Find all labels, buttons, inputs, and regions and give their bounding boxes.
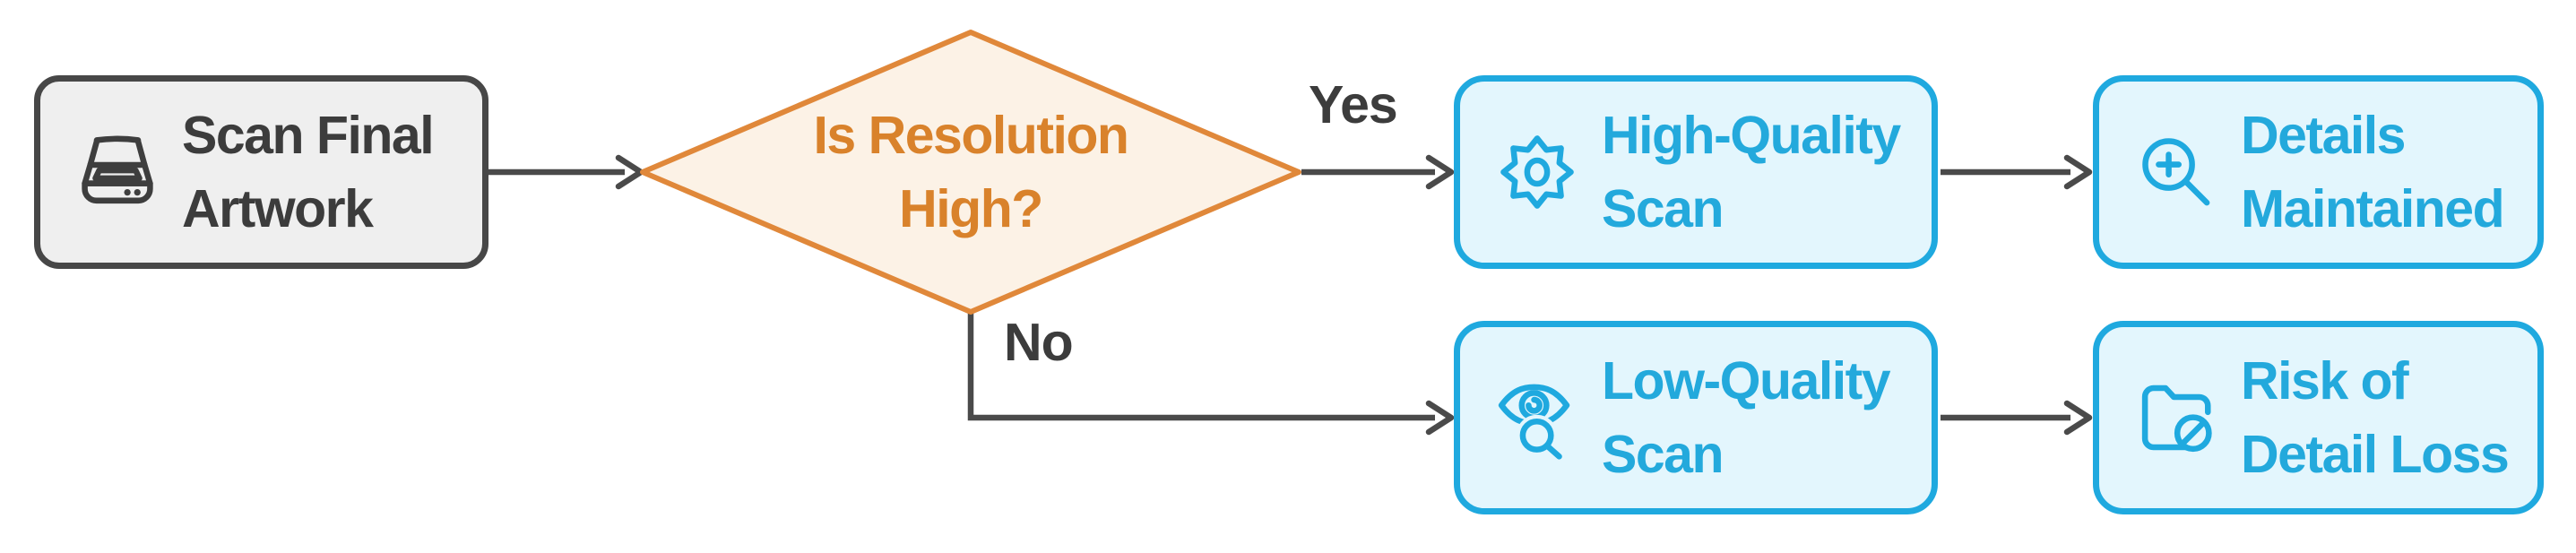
- arrowhead-icon: [2063, 400, 2093, 436]
- arrowhead-icon: [1425, 400, 1455, 436]
- folder-blocked-icon: [2135, 374, 2217, 462]
- node-scan-final-artwork: Scan Final Artwork: [34, 75, 488, 269]
- node-risk-of-detail-loss: Risk of Detail Loss: [2093, 321, 2544, 514]
- edge-label-no: No: [1004, 313, 1074, 372]
- node-label: Low-Quality Scan: [1602, 351, 1891, 484]
- arrowhead-icon: [1425, 154, 1455, 190]
- diamond-shape: [640, 30, 1301, 315]
- edge-label-yes: Yes: [1309, 75, 1398, 134]
- node-low-quality-scan: Low-Quality Scan: [1454, 321, 1938, 514]
- arrowhead-icon: [2063, 154, 2093, 190]
- node-label: Risk of Detail Loss: [2241, 351, 2510, 484]
- zoom-in-icon: [2135, 128, 2217, 216]
- node-label: Scan Final Artwork: [182, 106, 435, 238]
- node-high-quality-scan: High-Quality Scan: [1454, 75, 1938, 269]
- edge-decision-low: [967, 312, 1435, 421]
- node-label: Is Resolution High?: [813, 106, 1129, 238]
- eye-magnifier-icon: [1496, 374, 1578, 462]
- node-label: Details Maintained: [2241, 106, 2505, 238]
- node-details-maintained: Details Maintained: [2093, 75, 2544, 269]
- sunburst-icon: [1496, 128, 1578, 216]
- node-is-resolution-high: Is Resolution High?: [637, 27, 1304, 317]
- scanner-icon: [76, 128, 159, 216]
- node-label: High-Quality Scan: [1602, 106, 1901, 238]
